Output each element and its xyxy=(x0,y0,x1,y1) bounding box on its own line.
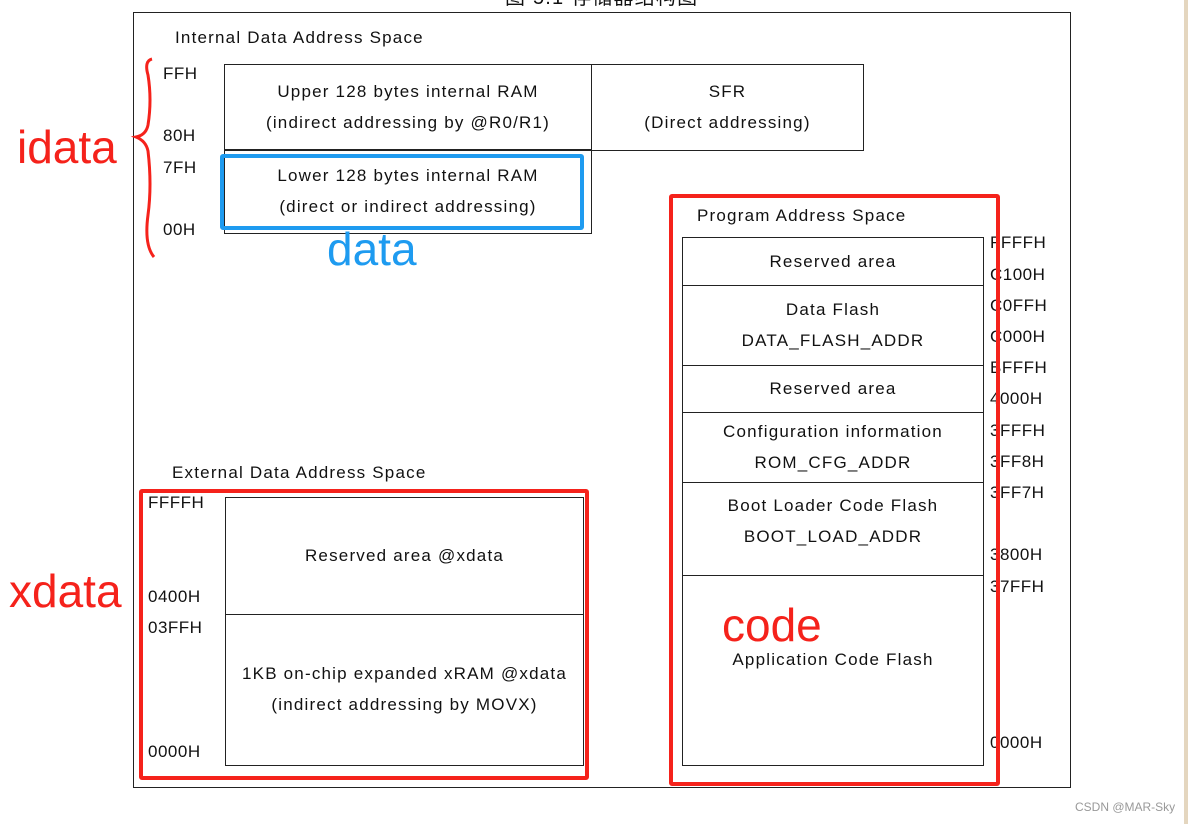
addr-label: C0FFH xyxy=(990,296,1048,315)
row-reserved: Reserved area xyxy=(683,365,983,413)
idata-brace xyxy=(130,57,156,258)
internal-title: Internal Data Address Space xyxy=(175,28,424,47)
addr-label: C100H xyxy=(990,265,1046,284)
addr-label: 7FH xyxy=(163,158,197,177)
addr-label: 00H xyxy=(163,220,196,239)
code-label: code xyxy=(722,599,822,651)
addr-label: FFH xyxy=(163,64,198,83)
addr-label: 4000H xyxy=(990,389,1043,408)
watermark: CSDN @MAR-Sky xyxy=(1075,800,1176,814)
addr-label: 80H xyxy=(163,126,196,145)
idata-label: idata xyxy=(17,121,117,173)
external-memory: Reserved area @xdata 1KB on-chip expande… xyxy=(225,497,584,766)
addr-label: 0400H xyxy=(148,587,201,606)
addr-label: BFFFH xyxy=(990,358,1048,377)
xdata-label: xdata xyxy=(9,565,122,617)
addr-label: 37FFH xyxy=(990,577,1045,596)
addr-label: 3800H xyxy=(990,545,1043,564)
addr-label: 3FFFH xyxy=(990,421,1046,440)
addr-label: 03FFH xyxy=(148,618,203,637)
right-edge xyxy=(1184,0,1188,824)
upper-ram-block: Upper 128 bytes internal RAM(indirect ad… xyxy=(224,64,592,151)
addr-label: FFFFH xyxy=(990,233,1047,252)
row-application: Application Code Flash xyxy=(732,650,934,669)
data-label: data xyxy=(327,223,417,275)
row-xdata-reserved: Reserved area @xdata xyxy=(226,498,583,615)
lower-ram-block: Lower 128 bytes internal RAM(direct or i… xyxy=(224,149,592,234)
xdata-highlight xyxy=(139,489,589,780)
addr-label: 3FF8H xyxy=(990,452,1045,471)
addr-label: 0000H xyxy=(148,742,201,761)
addr-label: FFFFH xyxy=(148,493,205,512)
program-title: Program Address Space xyxy=(697,206,907,225)
addr-label: C000H xyxy=(990,327,1046,346)
data-highlight xyxy=(220,154,584,230)
row-reserved: Reserved area xyxy=(683,238,983,286)
sfr-block: SFR(Direct addressing) xyxy=(591,64,864,151)
code-highlight xyxy=(669,194,1000,786)
external-title: External Data Address Space xyxy=(172,463,427,482)
addr-label: 0000H xyxy=(990,733,1043,752)
row-xram: 1KB on-chip expanded xRAM @xdata(indirec… xyxy=(242,664,567,714)
addr-label: 3FF7H xyxy=(990,483,1045,502)
figure-caption: 图 5.1 存储器结构图 xyxy=(505,0,698,8)
diagram-frame xyxy=(133,12,1071,788)
